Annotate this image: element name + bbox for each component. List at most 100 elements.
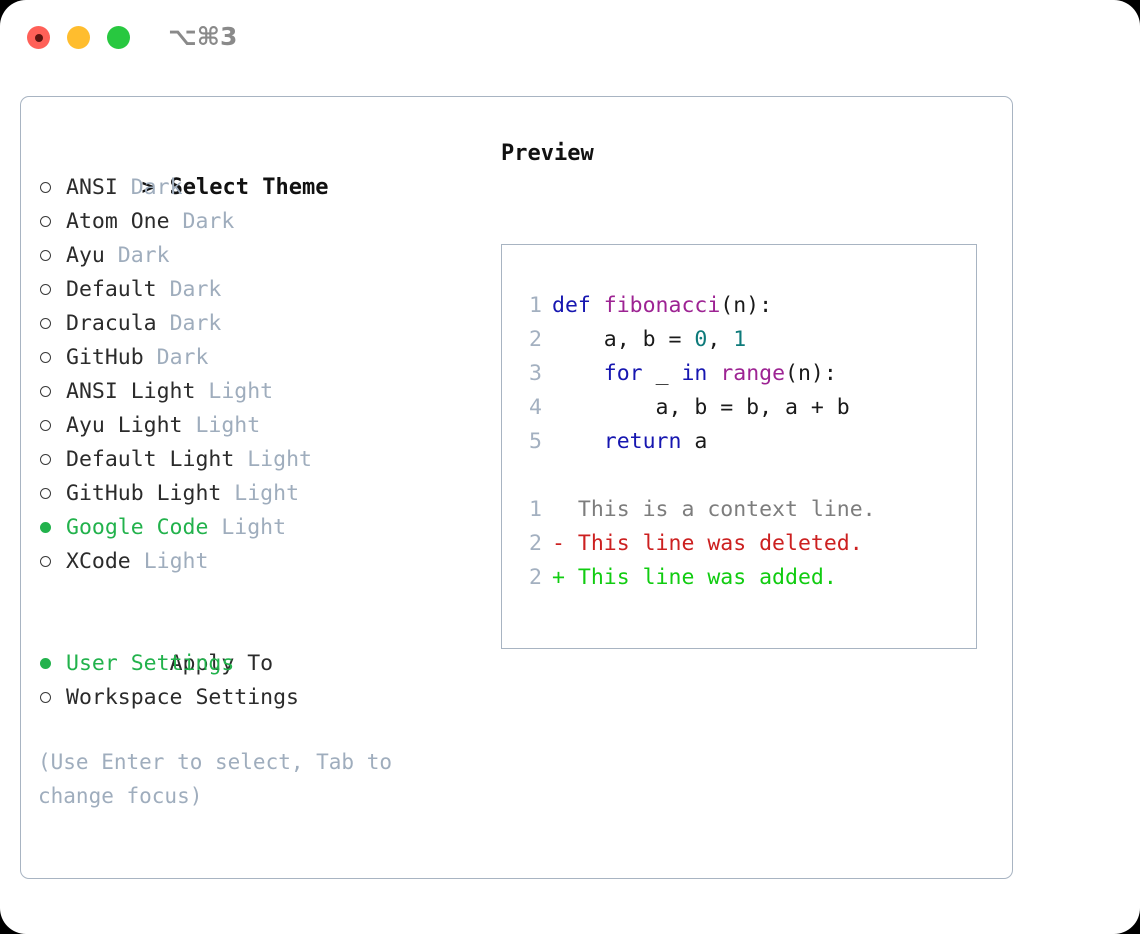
- radio-unselected-icon[interactable]: [38, 409, 66, 443]
- radio-unselected-icon[interactable]: [38, 171, 66, 205]
- diff-line-text: + This line was added.: [552, 565, 837, 590]
- radio-unselected-icon[interactable]: [38, 341, 66, 375]
- radio-selected-icon[interactable]: [38, 511, 66, 545]
- theme-option-default[interactable]: Default Dark: [38, 273, 498, 307]
- code-token-kw: for: [603, 361, 643, 386]
- caret-icon: >: [141, 175, 155, 200]
- theme-option-label: Atom One: [66, 209, 170, 234]
- radio-unselected-icon[interactable]: [38, 239, 66, 273]
- label-gap: [208, 515, 221, 540]
- theme-option-default-light[interactable]: Default Light Light: [38, 443, 498, 477]
- apply-to-option-label: User Settings: [66, 651, 235, 676]
- theme-option-dracula[interactable]: Dracula Dark: [38, 307, 498, 341]
- label-gap: [234, 447, 247, 472]
- theme-option-ansi[interactable]: ANSI Dark: [38, 171, 498, 205]
- diff-line-number: 2: [529, 531, 542, 556]
- theme-variant-tag: Dark: [169, 277, 222, 302]
- code-diff-spacer: [514, 459, 976, 493]
- label-gap: [118, 175, 131, 200]
- apply-to-option-workspace-settings[interactable]: Workspace Settings: [38, 681, 498, 715]
- list-spacer: [38, 579, 498, 613]
- theme-option-atom-one[interactable]: Atom One Dark: [38, 205, 498, 239]
- diff-line-number: 2: [529, 565, 542, 590]
- theme-option-label: Ayu Light: [66, 413, 183, 438]
- code-token-plain: [707, 361, 720, 386]
- label-gap: [183, 413, 196, 438]
- code-line-number: 4: [529, 395, 542, 420]
- radio-unselected-icon[interactable]: [38, 205, 66, 239]
- radio-unselected-icon[interactable]: [38, 545, 66, 579]
- theme-option-label: ANSI: [66, 175, 118, 200]
- preview-title: Preview: [501, 141, 594, 166]
- theme-option-ansi-light[interactable]: ANSI Light Light: [38, 375, 498, 409]
- code-line: 3 for _ in range(n):: [514, 357, 976, 391]
- select-theme-header: >Select Theme: [38, 137, 498, 200]
- theme-option-ayu[interactable]: Ayu Dark: [38, 239, 498, 273]
- code-line: 4 a, b = b, a + b: [514, 391, 976, 425]
- apply-to-label: Apply To: [169, 651, 274, 676]
- theme-option-google-code[interactable]: Google Code Light: [38, 511, 498, 545]
- zoom-button[interactable]: [107, 26, 130, 49]
- theme-option-label: Google Code: [66, 515, 209, 540]
- code-token-kw: in: [681, 361, 708, 386]
- radio-selected-icon[interactable]: [38, 647, 66, 681]
- theme-variant-tag: Dark: [156, 345, 209, 370]
- theme-option-github[interactable]: GitHub Dark: [38, 341, 498, 375]
- code-token-fn: range: [720, 361, 786, 386]
- label-gap: [131, 549, 144, 574]
- theme-variant-tag: Light: [247, 447, 312, 472]
- diff-line-del: 2- This line was deleted.: [514, 527, 976, 561]
- theme-variant-tag: Dark: [117, 243, 170, 268]
- theme-option-label: Dracula: [66, 311, 157, 336]
- code-token-plain: [552, 429, 604, 454]
- label-gap: [195, 379, 208, 404]
- code-token-plain: ,: [707, 327, 734, 352]
- close-button[interactable]: [27, 26, 50, 49]
- theme-option-label: GitHub: [66, 345, 144, 370]
- diff-line-number: 1: [529, 497, 542, 522]
- code-token-plain: a, b =: [552, 327, 695, 352]
- code-token-plain: (n):: [720, 293, 773, 318]
- radio-unselected-icon[interactable]: [38, 477, 66, 511]
- theme-option-xcode[interactable]: XCode Light: [38, 545, 498, 579]
- apply-to-option-user-settings[interactable]: User Settings: [38, 647, 498, 681]
- code-token-kw: return: [603, 429, 682, 454]
- radio-unselected-icon[interactable]: [38, 443, 66, 477]
- minimize-button[interactable]: [67, 26, 90, 49]
- radio-unselected-icon[interactable]: [38, 307, 66, 341]
- radio-unselected-icon[interactable]: [38, 273, 66, 307]
- label-gap: [157, 277, 170, 302]
- label-gap: [105, 243, 118, 268]
- theme-variant-tag: Light: [195, 413, 261, 438]
- code-token-num: 0: [694, 327, 708, 352]
- code-token-plain: a, b = b, a + b: [552, 395, 850, 420]
- keyboard-hint-text: (Use Enter to select, Tab to change focu…: [38, 750, 393, 808]
- code-token-plain: [552, 361, 604, 386]
- diff-line-ctx: 1 This is a context line.: [514, 493, 976, 527]
- theme-option-label: XCode: [66, 549, 131, 574]
- traffic-light-group: [27, 26, 130, 49]
- code-line-number: 5: [529, 429, 542, 454]
- label-gap: [157, 311, 170, 336]
- code-token-plain: (n):: [785, 361, 837, 386]
- label-gap: [221, 481, 234, 506]
- code-token-plain: a: [681, 429, 708, 454]
- apply-to-option-label: Workspace Settings: [66, 685, 299, 710]
- theme-option-github-light[interactable]: GitHub Light Light: [38, 477, 498, 511]
- theme-option-label: Ayu: [66, 243, 105, 268]
- radio-unselected-icon[interactable]: [38, 681, 66, 715]
- code-line: 5 return a: [514, 425, 976, 459]
- theme-option-ayu-light[interactable]: Ayu Light Light: [38, 409, 498, 443]
- radio-unselected-icon[interactable]: [38, 375, 66, 409]
- apply-to-header: Apply To: [38, 613, 498, 676]
- keyboard-shortcut-label: ⌥⌘3: [168, 22, 238, 51]
